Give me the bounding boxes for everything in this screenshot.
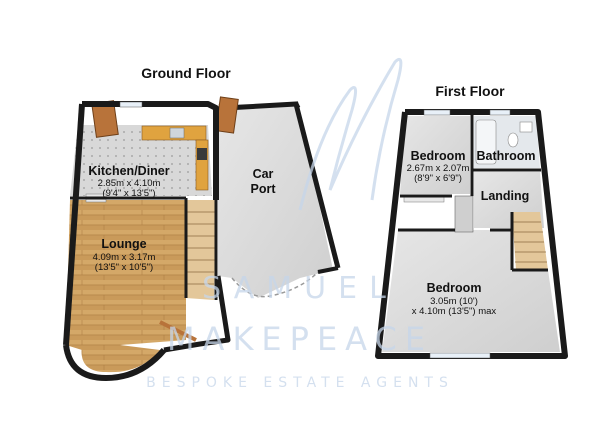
cupboard bbox=[454, 195, 474, 233]
bedroom-main-floor bbox=[382, 230, 560, 352]
watermark-line2: MAKEPEACE bbox=[167, 320, 433, 358]
bedroom-main-dim-1: 3.05m (10') bbox=[430, 296, 478, 307]
watermark-line1: SAMUEL bbox=[202, 271, 398, 306]
lounge-dim-metric: 4.09m x 3.17m bbox=[93, 252, 156, 263]
bedroom-small-dim-imperial: (8'9" x 6'9") bbox=[414, 173, 462, 184]
watermark: SAMUEL MAKEPEACE BESPOKE ESTATE AGENTS bbox=[146, 57, 454, 391]
ground-floor-title: Ground Floor bbox=[141, 65, 231, 81]
watermark-logo-mark bbox=[298, 57, 403, 211]
car-port-front-post bbox=[293, 102, 301, 110]
lounge-name: Lounge bbox=[101, 237, 146, 251]
first-floor-title: First Floor bbox=[435, 83, 505, 99]
ground-floor-walls bbox=[63, 101, 231, 381]
ground-floor: Ground Floor Kitchen/Diner 2.85m x 4.10m… bbox=[63, 65, 341, 381]
bedroom-main-dim-2: x 4.10m (13'5") max bbox=[412, 306, 497, 317]
lounge-floor bbox=[66, 200, 186, 350]
lounge-bay-floor bbox=[81, 345, 160, 373]
car-port-post bbox=[317, 266, 339, 274]
window-bedroom-main bbox=[429, 352, 491, 359]
bedroom-main-name: Bedroom bbox=[427, 281, 482, 295]
car-port-opening bbox=[231, 271, 319, 298]
bathroom-name: Bathroom bbox=[476, 149, 535, 163]
car-port-name-1: Car bbox=[253, 167, 274, 181]
lounge-dim-imperial: (13'5" x 10'5") bbox=[95, 262, 153, 273]
landing-name: Landing bbox=[481, 189, 530, 203]
front-door bbox=[159, 320, 197, 342]
kitchen-hob bbox=[197, 148, 207, 160]
stairs bbox=[186, 200, 216, 300]
first-floor-stairs bbox=[512, 212, 548, 270]
basin bbox=[519, 121, 533, 133]
window-back bbox=[119, 101, 143, 108]
kitchen-floor bbox=[70, 125, 212, 196]
bedroom-small-floor bbox=[400, 116, 470, 194]
kitchen-worktop-side bbox=[195, 139, 209, 191]
watermark-tagline: BESPOKE ESTATE AGENTS bbox=[146, 375, 454, 391]
car-port-floor bbox=[218, 104, 333, 298]
kitchen-dim-metric: 2.85m x 4.10m bbox=[98, 178, 161, 189]
kitchen-dim-imperial: (9'4" x 13'5") bbox=[102, 188, 155, 199]
toilet bbox=[507, 132, 519, 148]
first-floor: First Floor Bedroom 2.67m x 2.07m (8'9" … bbox=[375, 83, 568, 359]
bedroom-small-dim-metric: 2.67m x 2.07m bbox=[407, 163, 470, 174]
stair-treads bbox=[186, 211, 216, 285]
bedroom-small-name: Bedroom bbox=[411, 149, 466, 163]
kitchen-sink bbox=[169, 127, 185, 139]
kitchen-name: Kitchen/Diner bbox=[88, 164, 169, 178]
window-bedroom-small bbox=[423, 109, 451, 116]
bath bbox=[475, 119, 497, 165]
first-floor-stair-treads bbox=[513, 221, 547, 263]
window-bathroom bbox=[489, 109, 511, 116]
car-port-name-2: Port bbox=[251, 182, 277, 196]
